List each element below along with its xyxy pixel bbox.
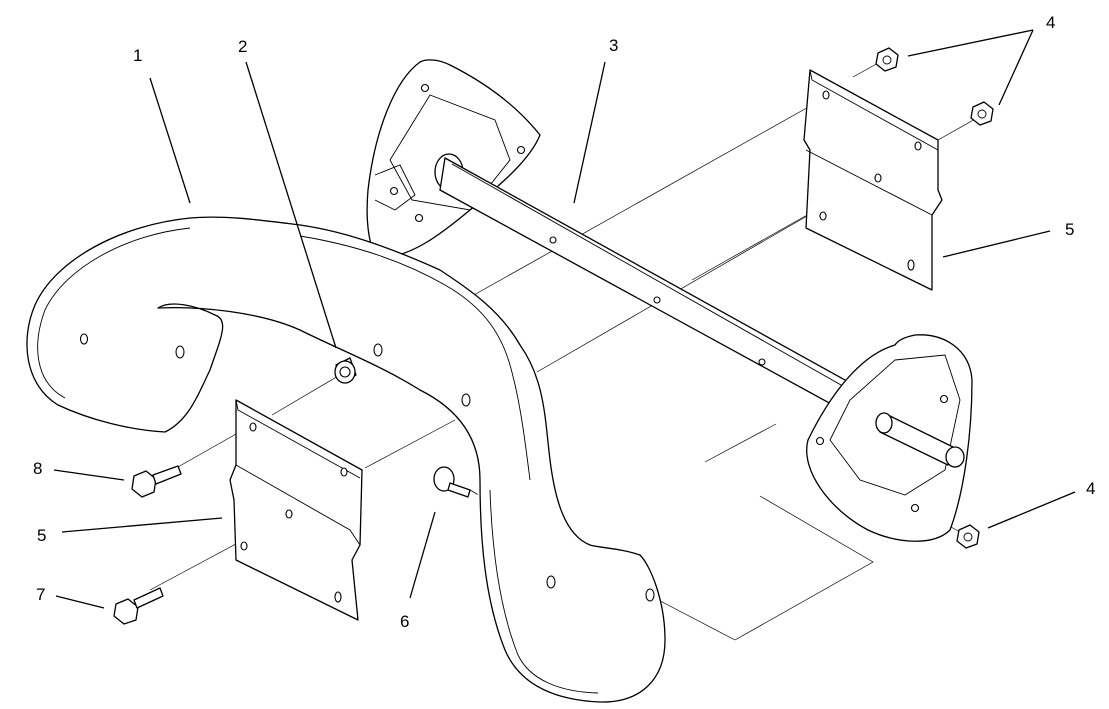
auger-shaft-assembly [366, 59, 973, 542]
callout-8: 8 [33, 459, 43, 478]
callout-5-right: 5 [1065, 220, 1075, 239]
callout-1: 1 [133, 46, 143, 65]
callout-5-left: 5 [37, 526, 47, 545]
callout-2: 2 [238, 37, 248, 56]
auger-flight-body [26, 216, 666, 703]
nut-top-2 [970, 101, 994, 126]
nut-top-1 [875, 47, 899, 72]
callout-3: 3 [609, 36, 619, 55]
spacer [334, 357, 357, 384]
callout-4-top: 4 [1046, 13, 1056, 32]
paddle-plate-left [229, 399, 363, 621]
hex-bolt-lower [113, 587, 164, 625]
carriage-bolt [433, 466, 471, 498]
callout-6: 6 [400, 612, 410, 631]
nut-lower [956, 524, 980, 549]
callout-4-lower: 4 [1086, 479, 1096, 498]
right-end-plate [806, 334, 973, 542]
hex-bolt-upper [131, 465, 182, 498]
callout-7: 7 [36, 585, 46, 604]
auger-flight [26, 216, 666, 703]
paddle-plate-right [803, 69, 943, 291]
callout-leaders [53, 29, 1076, 609]
